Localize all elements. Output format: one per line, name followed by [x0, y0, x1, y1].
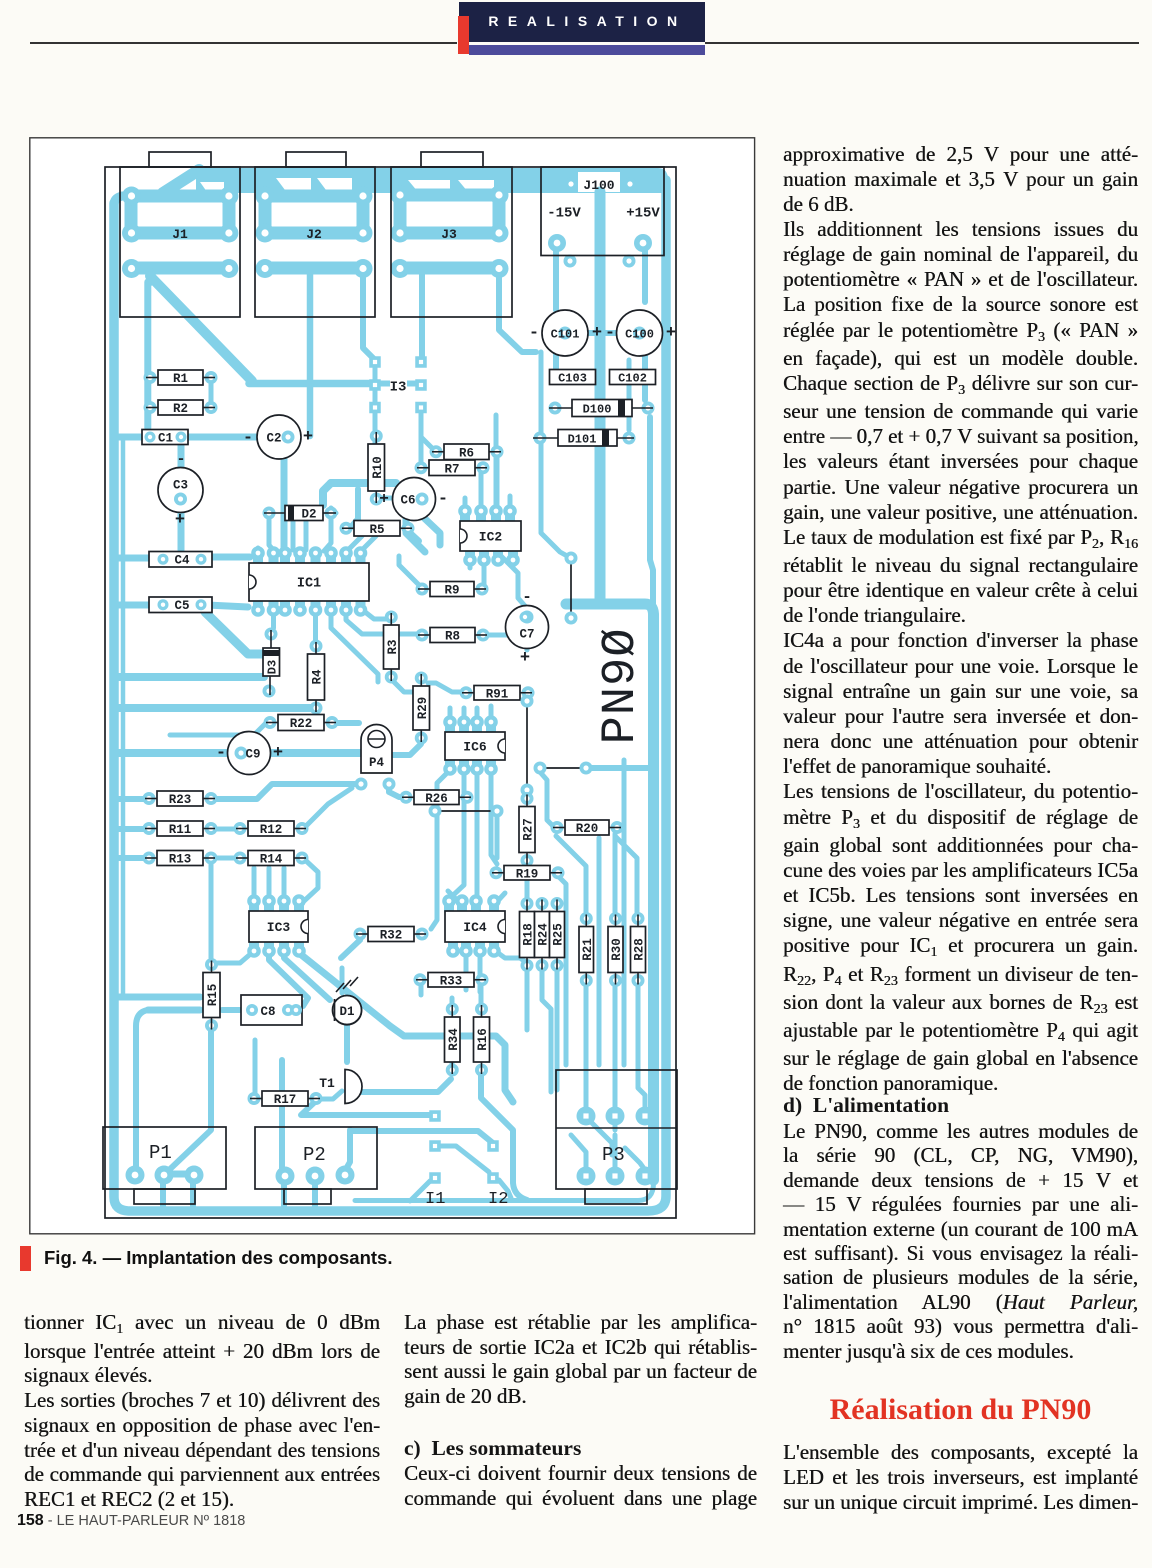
svg-text:R7: R7	[444, 462, 459, 476]
svg-text:R8: R8	[445, 630, 460, 644]
svg-text:J3: J3	[441, 227, 457, 242]
svg-text:C7: C7	[519, 628, 534, 642]
svg-text:C5: C5	[174, 599, 189, 613]
svg-text:I1: I1	[425, 1190, 445, 1209]
svg-text:R15: R15	[206, 984, 220, 1007]
svg-text:C100: C100	[625, 328, 654, 342]
svg-text:C1: C1	[158, 432, 173, 446]
svg-text:P2: P2	[303, 1144, 326, 1166]
svg-text:R32: R32	[380, 929, 403, 943]
svg-text:+: +	[379, 490, 389, 508]
svg-text:R28: R28	[633, 938, 647, 961]
svg-text:+15V: +15V	[626, 206, 660, 222]
svg-text:D2: D2	[301, 508, 316, 522]
svg-text:R2: R2	[173, 402, 188, 416]
svg-text:IC3: IC3	[267, 920, 291, 935]
svg-text:R14: R14	[260, 853, 283, 867]
svg-text:-: -	[216, 744, 226, 763]
svg-text:P4: P4	[369, 756, 385, 770]
svg-text:R19: R19	[516, 867, 539, 881]
svg-text:I3: I3	[390, 380, 407, 396]
svg-text:R5: R5	[369, 523, 384, 537]
svg-text:-15V: -15V	[547, 206, 581, 222]
svg-text:J2: J2	[306, 227, 322, 242]
svg-text:J1: J1	[172, 227, 188, 242]
svg-text:+: +	[520, 649, 530, 668]
svg-text:R11: R11	[169, 823, 192, 837]
svg-text:R3: R3	[386, 639, 400, 654]
svg-text:IC1: IC1	[297, 577, 321, 592]
svg-text:R21: R21	[581, 938, 595, 961]
svg-text:P1: P1	[149, 1142, 172, 1164]
svg-text:T1: T1	[319, 1076, 335, 1091]
svg-text:R20: R20	[576, 822, 599, 836]
svg-text:+: +	[175, 511, 185, 530]
svg-text:R22: R22	[290, 717, 313, 731]
svg-text:R17: R17	[274, 1093, 297, 1107]
svg-text:R34: R34	[447, 1028, 461, 1051]
svg-text:R24: R24	[537, 923, 551, 946]
svg-text:R16: R16	[476, 1028, 490, 1051]
svg-text:R26: R26	[425, 792, 448, 806]
svg-text:+: +	[666, 324, 676, 343]
svg-text:R25: R25	[552, 923, 566, 946]
svg-text:-: -	[522, 588, 532, 606]
svg-text:R13: R13	[169, 853, 192, 867]
svg-text:IC2: IC2	[479, 530, 503, 545]
svg-text:I2: I2	[488, 1190, 508, 1209]
svg-text:R10: R10	[371, 456, 385, 479]
svg-text:C8: C8	[260, 1005, 275, 1019]
svg-text:R91: R91	[486, 687, 509, 701]
svg-text:R30: R30	[610, 938, 624, 961]
svg-text:R6: R6	[459, 446, 474, 460]
svg-text:R27: R27	[522, 818, 536, 841]
svg-text:-: -	[243, 429, 253, 448]
svg-text:D101: D101	[568, 433, 597, 447]
svg-text:J100: J100	[583, 178, 614, 193]
svg-text:R1: R1	[173, 372, 188, 386]
svg-text:-: -	[176, 451, 185, 468]
svg-text:R4: R4	[311, 669, 325, 685]
svg-text:D100: D100	[583, 403, 612, 417]
svg-text:D1: D1	[339, 1005, 354, 1019]
svg-text:R18: R18	[522, 923, 536, 946]
svg-text:R23: R23	[169, 793, 192, 807]
svg-text:D3: D3	[266, 660, 280, 674]
svg-text:R9: R9	[444, 584, 459, 598]
svg-text:-: -	[605, 324, 615, 343]
svg-text:PN9Ø: PN9Ø	[595, 628, 648, 745]
svg-text:IC6: IC6	[463, 740, 487, 755]
svg-text:C102: C102	[618, 372, 647, 386]
svg-text:+: +	[592, 324, 602, 343]
svg-text:C6: C6	[400, 494, 415, 508]
svg-text:C3: C3	[173, 479, 188, 493]
svg-text:R33: R33	[440, 974, 463, 988]
svg-text:C4: C4	[174, 554, 190, 568]
svg-text:C103: C103	[558, 372, 587, 386]
svg-text:IC4: IC4	[463, 920, 487, 935]
svg-text:+: +	[273, 744, 283, 763]
svg-text:R29: R29	[416, 697, 430, 720]
svg-text:+: +	[303, 428, 313, 447]
svg-text:R12: R12	[260, 823, 283, 837]
svg-text:C2: C2	[266, 432, 281, 446]
svg-text:C9: C9	[245, 748, 260, 762]
svg-text:-: -	[438, 490, 448, 509]
svg-text:C101: C101	[551, 328, 580, 342]
svg-text:P3: P3	[602, 1144, 625, 1166]
svg-text:-: -	[529, 324, 539, 343]
